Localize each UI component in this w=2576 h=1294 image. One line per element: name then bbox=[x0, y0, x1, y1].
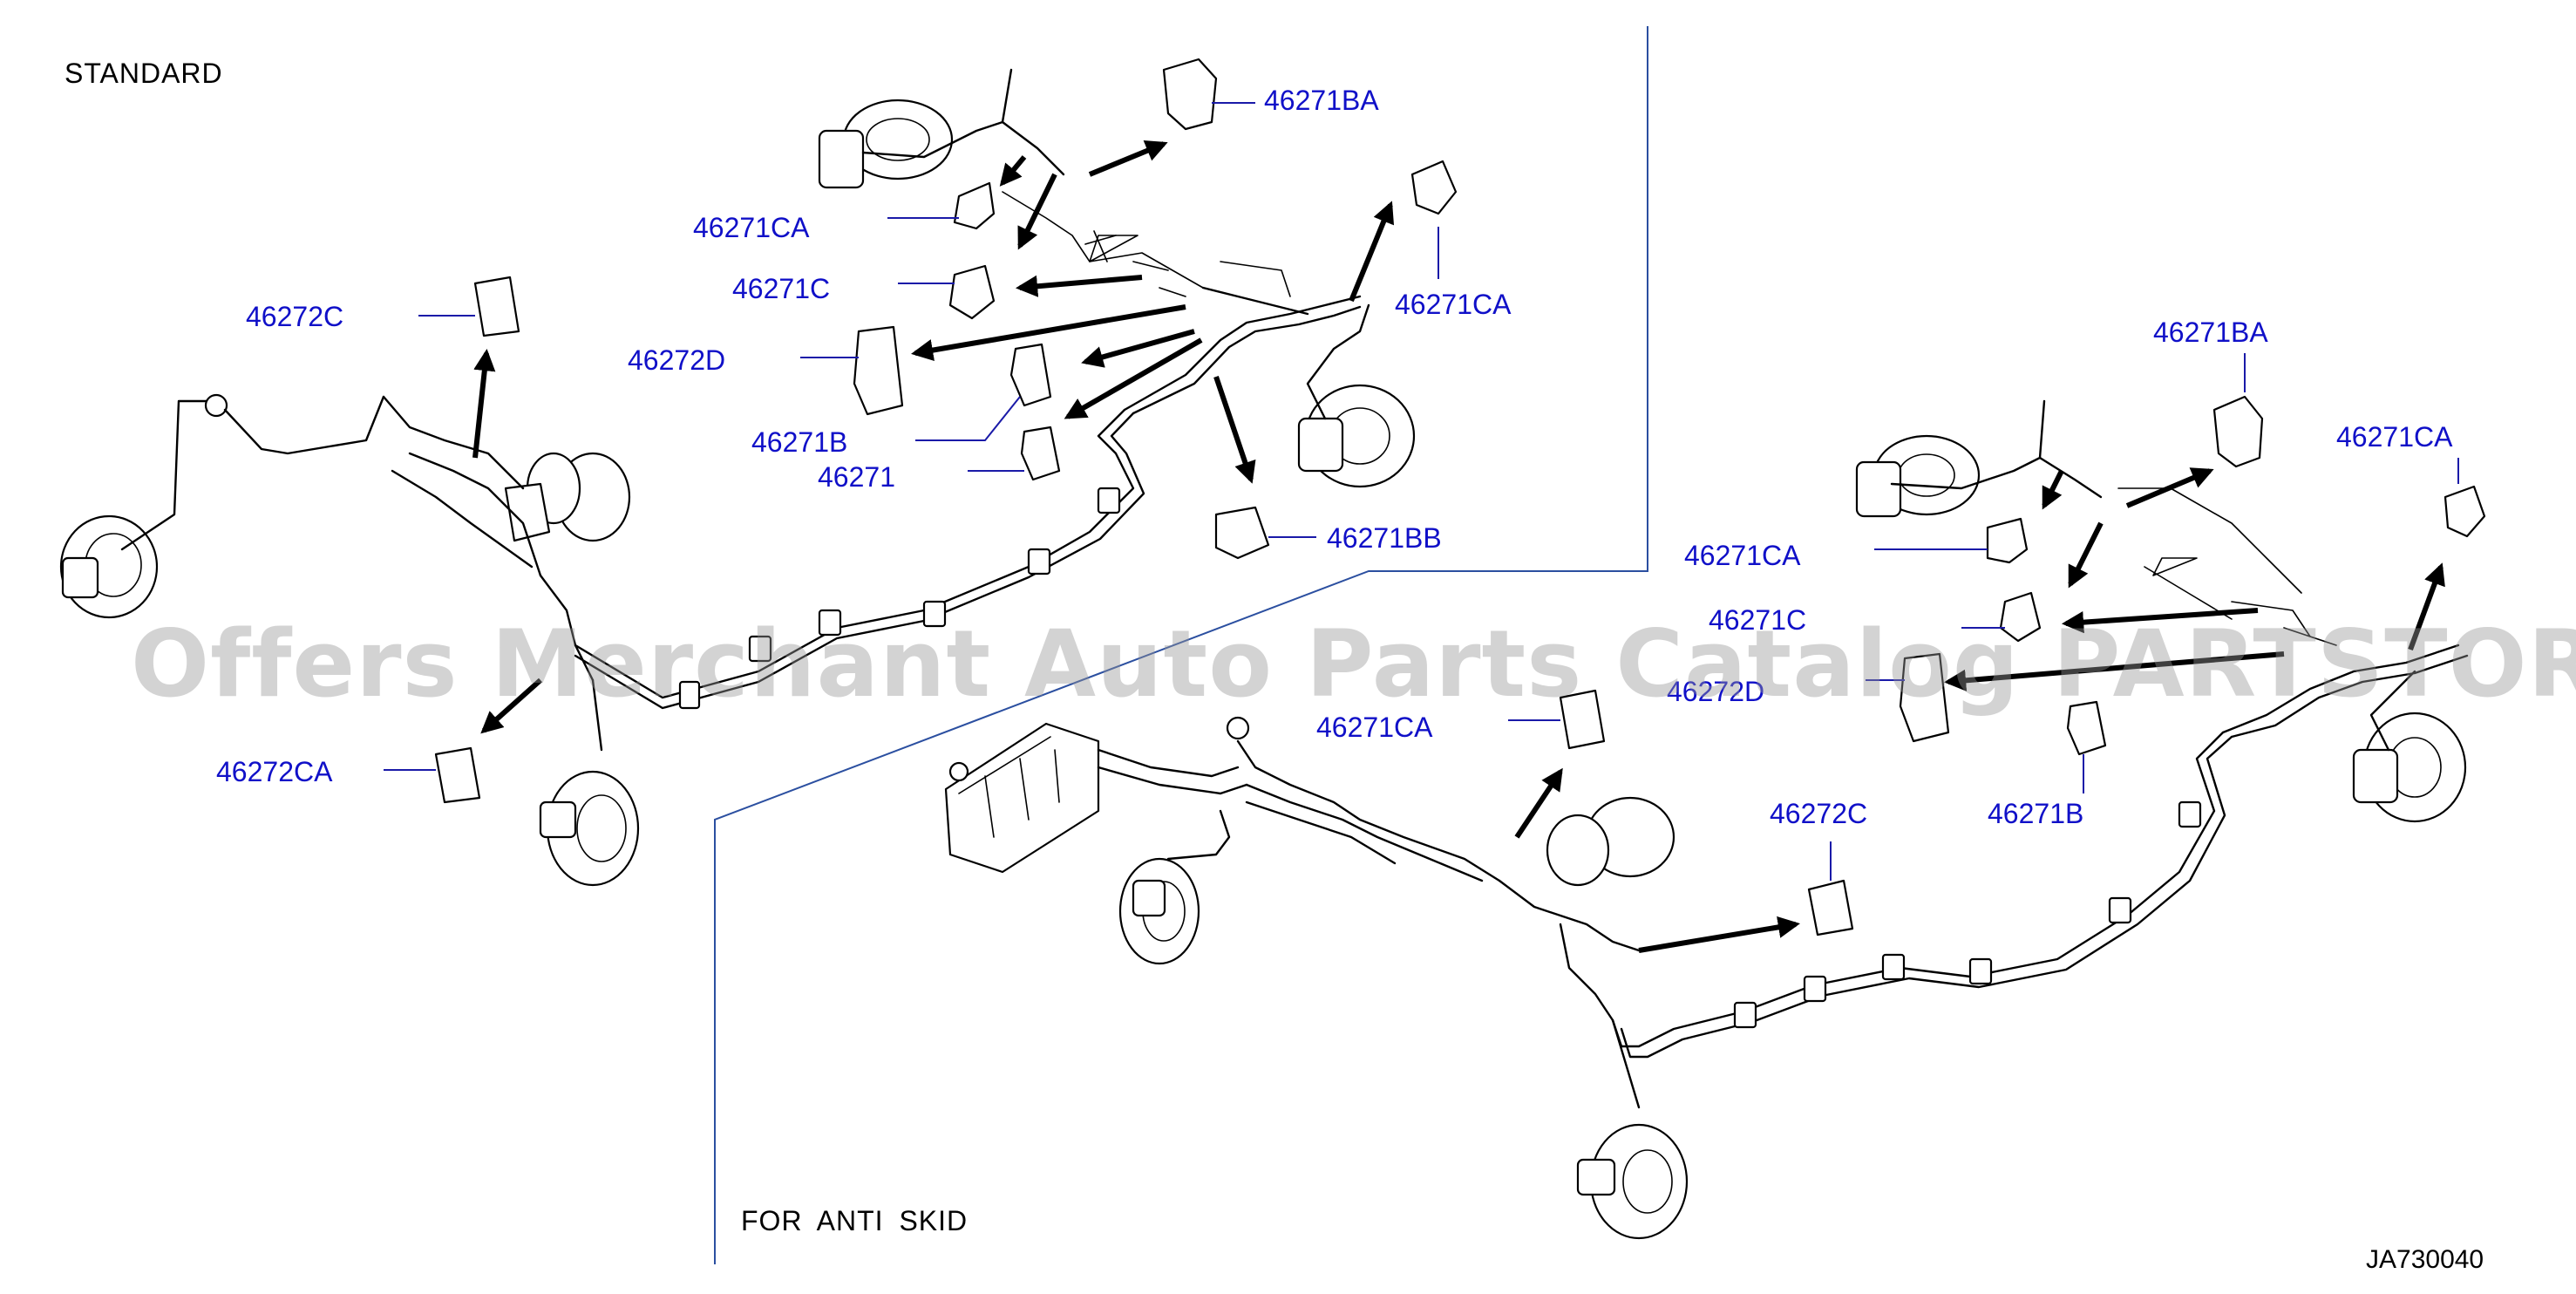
anti-skid-part-labels: 46271BA 46271CA 46271CA 46271C 46272D 46… bbox=[1316, 317, 2453, 829]
diagram-code: JA730040 bbox=[2366, 1245, 2484, 1274]
master-cylinder bbox=[504, 452, 631, 542]
anti-skid-leaders bbox=[1508, 353, 2459, 881]
standard-part-labels: 46271BA 46271CA 46271C 46271CA 46272D 46… bbox=[216, 85, 1512, 787]
clip-46272ca bbox=[434, 746, 481, 804]
label-46271c[interactable]: 46271C bbox=[732, 273, 830, 304]
label-46271b[interactable]: 46271B bbox=[751, 426, 847, 458]
label-46271ca-right[interactable]: 46271CA bbox=[1395, 289, 1512, 320]
as-clip-46271b bbox=[2066, 700, 2107, 756]
label-46272d[interactable]: 46272D bbox=[628, 344, 725, 376]
label-46271bb[interactable]: 46271BB bbox=[1327, 522, 1442, 554]
clip-46271c bbox=[948, 264, 996, 320]
section-divider bbox=[714, 26, 1648, 1264]
as-label-46271ca-right[interactable]: 46271CA bbox=[2336, 421, 2453, 453]
label-46271[interactable]: 46271 bbox=[818, 461, 895, 493]
standard-section-title: STANDARD bbox=[65, 58, 223, 89]
anti-skid-arrows bbox=[1514, 467, 2445, 953]
as-label-46272d[interactable]: 46272D bbox=[1667, 676, 1764, 707]
rear-left-brake-disc bbox=[818, 99, 954, 189]
as-clip-46271c bbox=[1999, 591, 2042, 643]
anti-skid-front-right-disc bbox=[1576, 1123, 1689, 1240]
anti-skid-section-title: FOR ANTI SKID bbox=[741, 1205, 969, 1236]
standard-piping bbox=[59, 68, 1416, 887]
watermark: Offers Merchant Auto Parts Catalog PARTS… bbox=[131, 610, 2576, 718]
as-label-46271c[interactable]: 46271C bbox=[1709, 604, 1806, 636]
label-46271ba[interactable]: 46271BA bbox=[1264, 85, 1379, 116]
clip-46271ca-upper bbox=[953, 181, 996, 230]
anti-skid-piping bbox=[944, 399, 2469, 1240]
rear-right-brake-disc bbox=[1297, 384, 1416, 488]
clip-46271ca-right bbox=[1410, 160, 1458, 215]
anti-skid-rear-right-disc bbox=[2352, 712, 2467, 823]
as-clip-46271ca-center bbox=[1559, 689, 1606, 750]
as-clip-46272c bbox=[1807, 879, 1854, 936]
standard-leaders bbox=[384, 102, 1439, 771]
label-46272ca[interactable]: 46272CA bbox=[216, 756, 333, 787]
clip-46271b bbox=[1009, 343, 1052, 407]
anti-skid-clip-parts bbox=[1559, 395, 2486, 936]
anti-skid-line-clips bbox=[1733, 800, 2202, 1029]
as-clip-46272d bbox=[1899, 652, 1950, 743]
as-clip-46271ba bbox=[2212, 395, 2264, 468]
label-46271ca[interactable]: 46271CA bbox=[693, 212, 810, 243]
front-right-brake-disc bbox=[539, 770, 640, 887]
anti-skid-rear-left-disc bbox=[1855, 434, 1981, 518]
as-label-46272c[interactable]: 46272C bbox=[1770, 798, 1867, 829]
abs-actuator bbox=[944, 722, 1100, 874]
as-label-46271ca-center[interactable]: 46271CA bbox=[1316, 712, 1433, 743]
clip-46272d bbox=[853, 325, 904, 416]
front-left-brake-disc bbox=[59, 514, 159, 619]
as-clip-46271ca-right bbox=[2443, 485, 2486, 538]
line-clips bbox=[678, 487, 1121, 710]
as-label-46271ca-left[interactable]: 46271CA bbox=[1684, 540, 1801, 571]
clip-46271bb bbox=[1214, 506, 1270, 560]
as-label-46271ba[interactable]: 46271BA bbox=[2153, 317, 2268, 348]
label-46272c[interactable]: 46272C bbox=[246, 301, 343, 332]
standard-clip-parts bbox=[434, 58, 1458, 804]
master-cylinder-2 bbox=[1546, 796, 1675, 887]
as-clip-46271ca-left bbox=[1986, 517, 2029, 564]
clip-46271 bbox=[1020, 426, 1061, 481]
clip-46271ba bbox=[1162, 58, 1218, 131]
standard-arrows bbox=[472, 140, 1395, 734]
anti-skid-front-left-disc bbox=[1118, 857, 1200, 965]
as-label-46271b[interactable]: 46271B bbox=[1988, 798, 2083, 829]
clip-46272c bbox=[473, 276, 520, 337]
